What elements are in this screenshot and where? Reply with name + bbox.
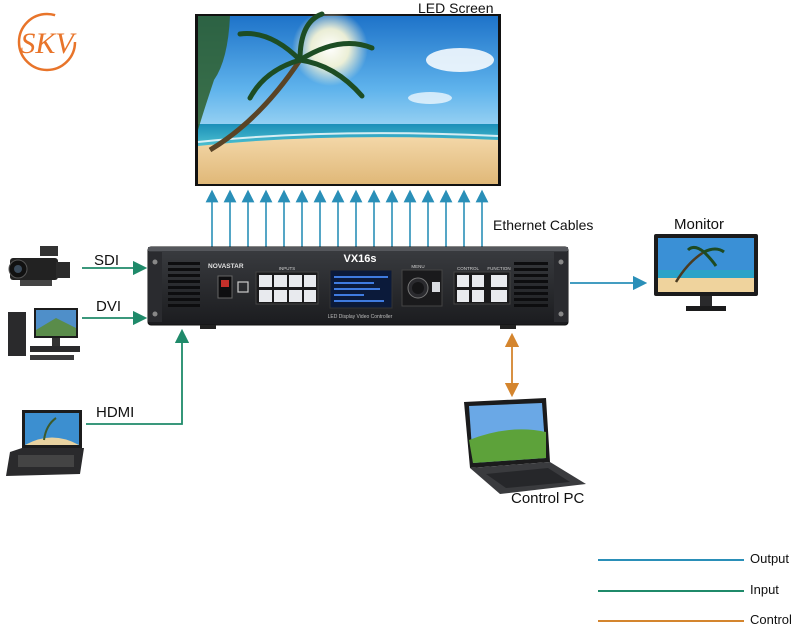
legend-lines bbox=[598, 559, 744, 622]
controller-menu-label: MENU bbox=[411, 264, 424, 269]
monitor-label: Monitor bbox=[674, 216, 725, 233]
input-lines bbox=[82, 260, 190, 425]
camera-icon bbox=[8, 246, 70, 286]
controller-control-label: CONTROL bbox=[457, 266, 479, 271]
monitor-icon bbox=[654, 234, 758, 311]
controller-caption: LED Display Video Controller bbox=[328, 314, 393, 320]
led-screen-label: LED Screen bbox=[418, 0, 494, 16]
legend-input-label: Input bbox=[750, 582, 779, 597]
logo-mark: SKV bbox=[17, 12, 77, 72]
controller-model: VX16s bbox=[343, 253, 376, 265]
control-pc-icon bbox=[464, 398, 586, 494]
video-controller bbox=[147, 246, 569, 329]
desktop-pc-icon bbox=[8, 308, 80, 360]
hdmi-label: HDMI bbox=[96, 404, 135, 421]
controller-inputs-label: INPUTS bbox=[279, 266, 296, 271]
control-pc-label: Control PC bbox=[511, 490, 585, 507]
svg-text:SKV: SKV bbox=[20, 27, 77, 60]
dvi-label: DVI bbox=[96, 298, 122, 315]
sdi-label: SDI bbox=[94, 252, 120, 269]
ethernet-cables-label: Ethernet Cables bbox=[493, 217, 594, 233]
ethernet-arrows bbox=[205, 189, 489, 247]
controller-brand: NOVASTAR bbox=[208, 263, 244, 270]
led-screen-image bbox=[195, 10, 501, 186]
legend-output-label: Output bbox=[750, 551, 790, 566]
legend-control-label: Control bbox=[750, 612, 792, 627]
laptop-icon bbox=[6, 410, 84, 476]
controller-function-label: FUNCTION bbox=[487, 266, 510, 271]
